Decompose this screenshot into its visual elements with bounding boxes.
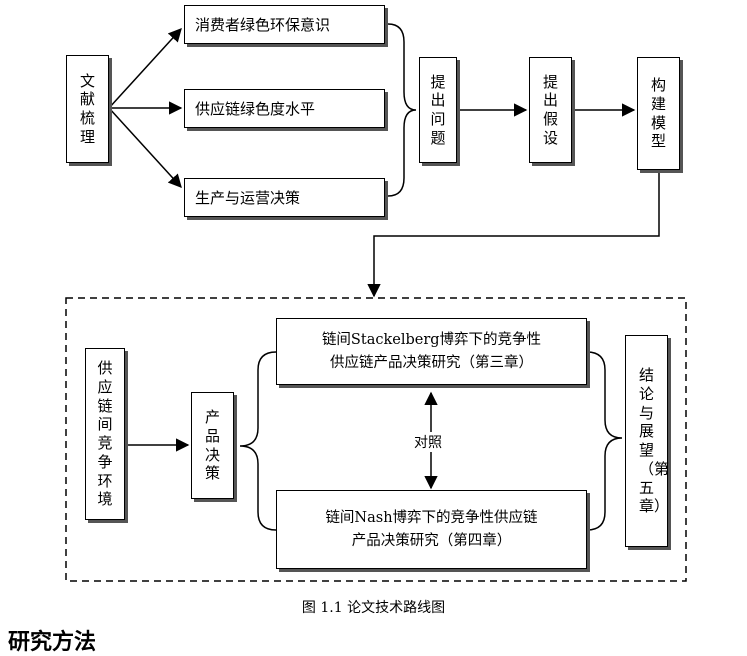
hypothesis-label: 提出假设 bbox=[543, 72, 559, 147]
arrow-to-research bbox=[367, 170, 660, 298]
env-label: 供应链间竞争环境 bbox=[97, 359, 113, 509]
research-frame bbox=[65, 297, 687, 582]
brace-chapters-right bbox=[586, 351, 623, 531]
conclusion-box: 结论与展望（第五章） bbox=[625, 335, 670, 547]
chapter4-line1: 链间Nash博弈下的竞争性供应链 bbox=[325, 510, 538, 527]
arrow-to-topic-1 bbox=[108, 28, 182, 109]
chapter4-box: 链间Nash博弈下的竞争性供应链 产品决策研究（第四章） bbox=[276, 490, 587, 569]
raise-question-box: 提出问题 bbox=[419, 57, 457, 163]
topic-label-1: 消费者绿色环保意识 bbox=[195, 16, 331, 34]
compare-label: 对照 bbox=[412, 432, 444, 452]
lit-review-label: 文献梳理 bbox=[80, 71, 96, 146]
hypothesis-box: 提出假设 bbox=[529, 57, 572, 163]
chapter3-box: 链间Stackelberg博弈下的竞争性 供应链产品决策研究（第三章） bbox=[276, 318, 587, 385]
conclusion-label: 结论与展望（第五章） bbox=[639, 366, 670, 516]
topic-box-3: 生产与运营决策 bbox=[184, 178, 385, 217]
decision-box: 产品决策 bbox=[191, 392, 234, 499]
figure-caption: 图 1.1 论文技术路线图 bbox=[301, 600, 446, 616]
brace-chapters-left bbox=[239, 351, 277, 531]
env-box: 供应链间竞争环境 bbox=[85, 348, 125, 520]
topic-label-3: 生产与运营决策 bbox=[195, 189, 301, 207]
chapter3-line2: 供应链产品决策研究（第三章） bbox=[329, 354, 533, 371]
topic-label-2: 供应链绿色度水平 bbox=[195, 100, 316, 118]
chapter4-line2: 产品决策研究（第四章） bbox=[351, 532, 512, 549]
topic-box-2: 供应链绿色度水平 bbox=[184, 89, 385, 128]
topic-box-1: 消费者绿色环保意识 bbox=[184, 5, 385, 44]
lit-review-box: 文献梳理 bbox=[66, 55, 109, 163]
raise-question-label: 提出问题 bbox=[430, 72, 446, 147]
arrow-to-topic-3 bbox=[108, 107, 182, 188]
decision-label: 产品决策 bbox=[205, 408, 221, 483]
build-model-box: 构建模型 bbox=[637, 57, 680, 170]
build-model-label: 构建模型 bbox=[651, 76, 667, 151]
section-heading: 研究方法 bbox=[8, 629, 97, 655]
brace-topics bbox=[387, 23, 417, 197]
chapter3-line1: 链间Stackelberg博弈下的竞争性 bbox=[321, 332, 542, 349]
